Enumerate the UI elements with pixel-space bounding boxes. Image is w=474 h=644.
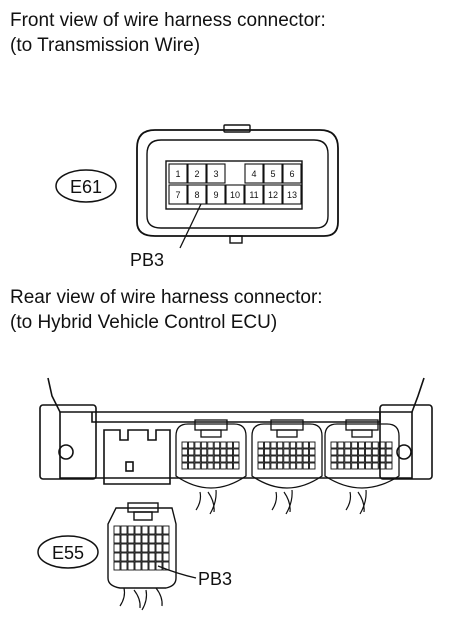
- pin-number: 13: [287, 190, 297, 200]
- pin-cell: 11: [244, 184, 264, 205]
- pin-number: 9: [213, 190, 218, 200]
- pin-number: 2: [194, 169, 199, 179]
- rear-view-caption: Rear view of wire harness connector: (to…: [10, 285, 323, 335]
- harness-wires: [119, 489, 367, 611]
- pin-cell: 3: [206, 163, 226, 184]
- pin-cell: 13: [282, 184, 302, 205]
- ecu-body: [47, 377, 425, 413]
- e61-pb3-label: PB3: [130, 250, 164, 270]
- e55-pb3-leader: [157, 565, 197, 579]
- e61-connector: [136, 124, 339, 244]
- ecu-plug: [251, 419, 323, 489]
- ecu-plug: [175, 419, 247, 489]
- rear-view-caption-line2: (to Hybrid Vehicle Control ECU): [10, 312, 278, 333]
- e61-outer-shell: [136, 129, 339, 237]
- pin-number: 8: [194, 190, 199, 200]
- ecu-plugs: [175, 419, 400, 489]
- e61-code-text: E61: [70, 177, 102, 197]
- pin-cell: 9: [206, 184, 226, 205]
- front-view-caption: Front view of wire harness connector: (t…: [10, 8, 326, 58]
- ecu-left-bracket: [39, 404, 97, 480]
- ecu-header-socket: [103, 429, 171, 485]
- pin-number: 3: [213, 169, 218, 179]
- pin-number: 11: [249, 190, 258, 200]
- pin-cell: 1: [168, 163, 188, 184]
- e55-connector: [107, 502, 177, 589]
- e61-code-label: E61: [55, 169, 117, 203]
- pin-cell: 5: [263, 163, 283, 184]
- rear-view-caption-line1: Rear view of wire harness connector:: [10, 287, 323, 308]
- e61-pin-housing: [165, 160, 303, 210]
- e61-inner-shell: [146, 139, 329, 229]
- e55-code-label: E55: [37, 535, 99, 569]
- pin-cell: 6: [282, 163, 302, 184]
- pin-number: 5: [270, 169, 275, 179]
- pin-cell: 2: [187, 163, 207, 184]
- ecu-plug: [324, 419, 400, 489]
- pin-cell: 10: [225, 184, 245, 205]
- pin-cell: 7: [168, 184, 188, 205]
- e61-top-latch: [223, 124, 251, 133]
- pin-number: 4: [251, 169, 256, 179]
- pin-cell: 8: [187, 184, 207, 205]
- pin-cell: 4: [244, 163, 264, 184]
- e61-pb3-leader: [179, 203, 202, 249]
- e55-code-text: E55: [52, 543, 84, 563]
- ecu-housing: [39, 377, 433, 485]
- front-view-caption-line2: (to Transmission Wire): [10, 35, 201, 56]
- e55-pin-grid: [113, 525, 170, 571]
- pin-cell: 12: [263, 184, 283, 205]
- pin-number: 12: [268, 190, 278, 200]
- pin-number: 10: [230, 190, 240, 200]
- pin-number: 1: [175, 169, 180, 179]
- pin-number: 7: [175, 190, 180, 200]
- pin-number: 6: [289, 169, 294, 179]
- front-view-caption-line1: Front view of wire harness connector:: [10, 10, 326, 31]
- e55-pb3-label: PB3: [198, 569, 232, 589]
- e61-bottom-key: [229, 235, 243, 244]
